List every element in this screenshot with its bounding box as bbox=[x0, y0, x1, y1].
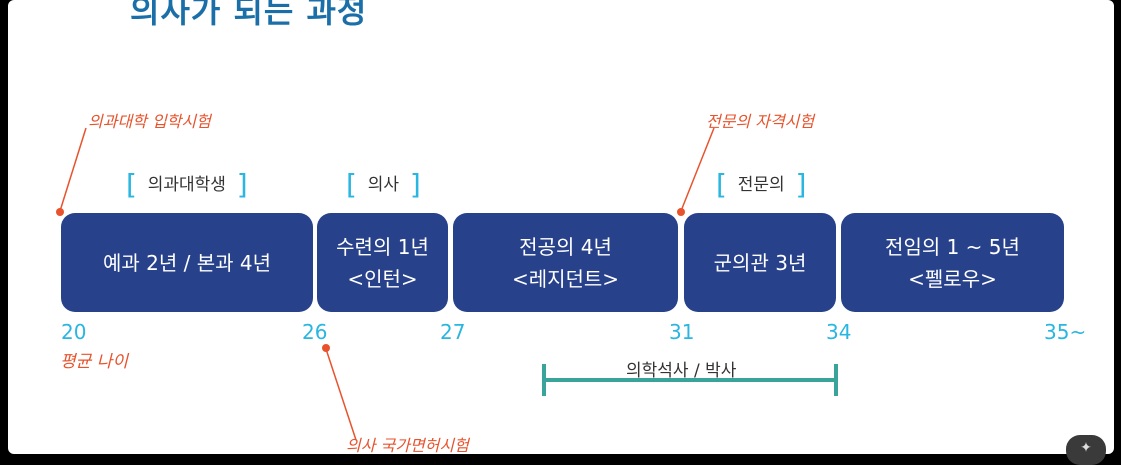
age-tick: 35~ bbox=[1044, 320, 1087, 344]
age-tick: 20 bbox=[61, 320, 87, 344]
magic-wand-icon[interactable]: ✦ bbox=[1066, 435, 1106, 465]
national-exam-label: 의사 국가면허시험 bbox=[346, 436, 469, 454]
age-tick: 26 bbox=[302, 320, 328, 344]
role-doctor: [ 의사 ] bbox=[346, 168, 421, 201]
role-student: [ 의과대학생 ] bbox=[126, 168, 248, 201]
diagram-canvas: 의사가 되는 과정 의과대학 입학시험 전문의 자격시험 의사 국가면허시험 [… bbox=[8, 0, 1114, 454]
national-exam-marker bbox=[322, 344, 330, 352]
entrance-exam-leader bbox=[59, 127, 87, 212]
entrance-exam-label: 의과대학 입학시험 bbox=[88, 112, 211, 131]
degree-label: 의학석사 / 박사 bbox=[626, 361, 737, 381]
stage-intern: 수련의 1년 <인턴> bbox=[317, 213, 448, 312]
age-tick: 34 bbox=[826, 320, 852, 344]
age-tick: 31 bbox=[669, 320, 695, 344]
connector-lines bbox=[59, 127, 838, 441]
stage-fellow: 전임의 1 ~ 5년 <펠로우> bbox=[841, 213, 1064, 312]
age-tick: 27 bbox=[440, 320, 466, 344]
stage-med-school: 예과 2년 / 본과 4년 bbox=[61, 213, 313, 312]
entrance-exam-marker bbox=[56, 208, 64, 216]
specialist-exam-label: 전문의 자격시험 bbox=[706, 112, 815, 131]
average-age-label: 평균 나이 bbox=[60, 352, 128, 372]
stage-resident: 전공의 4년 <레지던트> bbox=[453, 213, 678, 312]
role-specialist: [ 전문의 ] bbox=[716, 168, 807, 201]
specialist-exam-leader bbox=[680, 127, 715, 212]
specialist-exam-marker bbox=[677, 208, 685, 216]
stage-military: 군의관 3년 bbox=[684, 213, 836, 312]
national-exam-leader bbox=[325, 348, 357, 441]
page-title: 의사가 되는 과정 bbox=[130, 0, 368, 30]
